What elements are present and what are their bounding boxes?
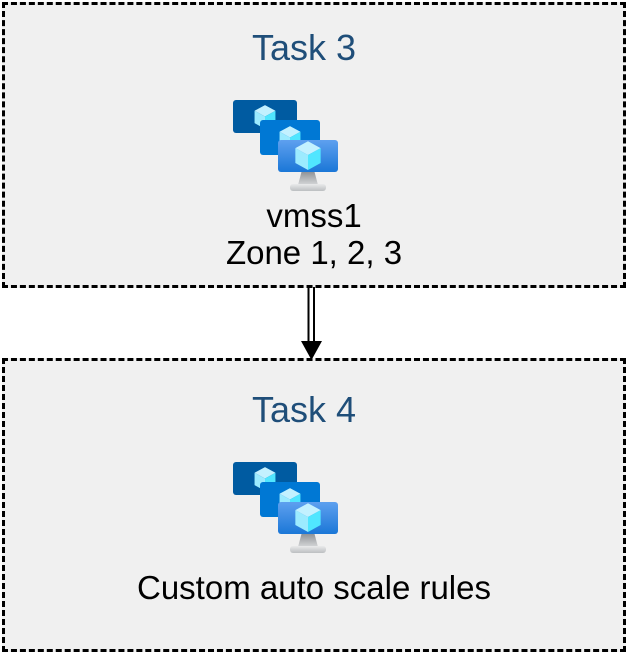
task4-caption: Custom auto scale rules [5, 569, 623, 606]
vmss-name-label: vmss1 [266, 197, 362, 234]
task4-box: Task 4 Custom auto scale rules [2, 358, 626, 652]
task4-title: Task 4 [251, 389, 357, 430]
vm-scale-set-icon [233, 100, 339, 196]
down-arrow-connector [301, 287, 322, 360]
task3-caption: vmss1 Zone 1, 2, 3 [5, 197, 623, 271]
task3-title: Task 3 [251, 27, 357, 68]
task3-box: Task 3 vmss1 Zone 1, 2, 3 [2, 2, 626, 288]
autoscale-rules-label: Custom auto scale rules [137, 569, 491, 606]
vm-scale-set-icon [233, 462, 339, 558]
zones-label: Zone 1, 2, 3 [225, 234, 403, 271]
